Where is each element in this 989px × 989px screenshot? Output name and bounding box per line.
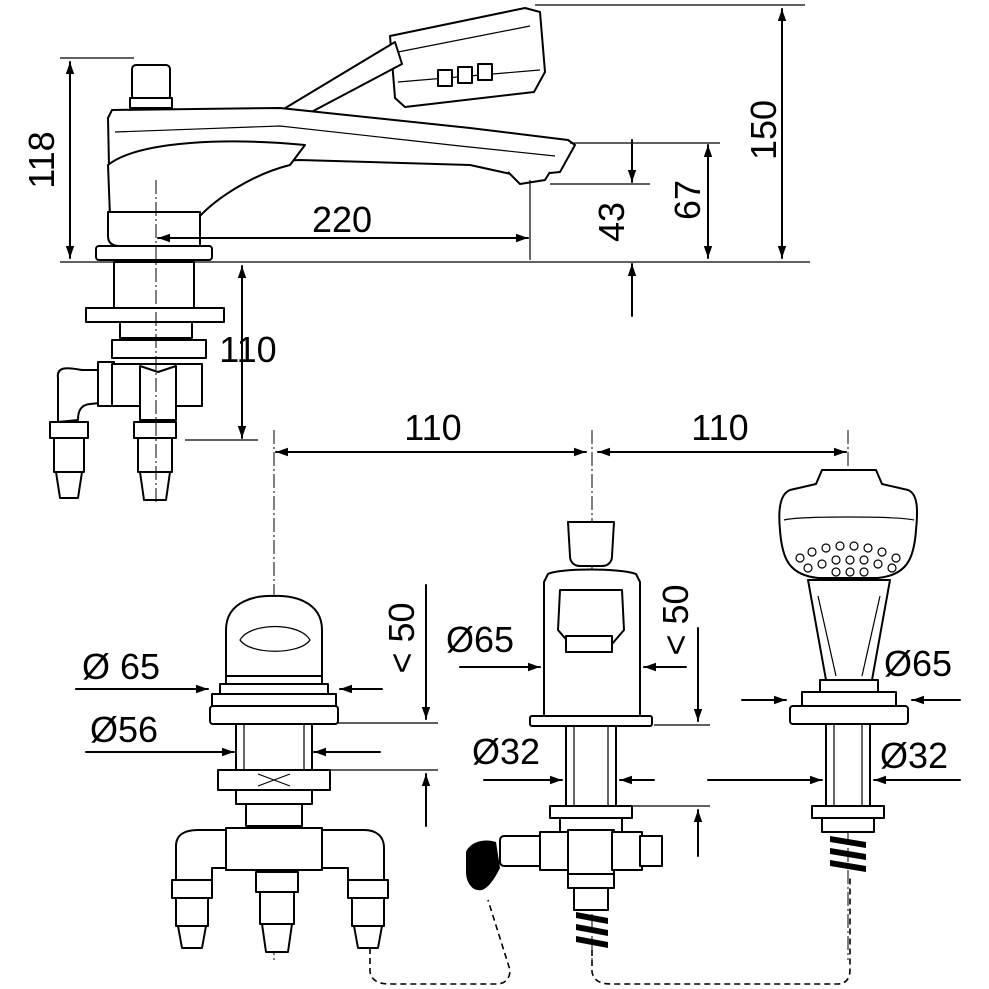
dim-label-150: 150 — [743, 100, 784, 160]
dim-label-67: 67 — [667, 180, 708, 220]
dim-label-118: 118 — [21, 131, 62, 188]
dim-label-diverter-rose: Ø 65 — [82, 646, 160, 687]
spout-elevation — [49, 7, 810, 505]
dim-label-diverter-shank: Ø56 — [90, 709, 158, 750]
dimension-110-under-deck: 110 — [185, 265, 277, 441]
dim-label-mixer-shank: Ø32 — [472, 731, 540, 772]
handshower-dimensions: Ø65 Ø32 — [707, 643, 961, 785]
handshower-unit — [778, 469, 918, 872]
dimension-43: 43 — [550, 139, 650, 317]
dimension-220: 220 — [157, 180, 531, 260]
dim-label-220: 220 — [312, 199, 372, 240]
diverter-dimensions: Ø 65 Ø56 < 50 — [75, 584, 438, 827]
under-deck-connectors — [49, 339, 207, 501]
dimension-67: 67 — [570, 142, 720, 259]
dim-label-110-right: 110 — [691, 407, 748, 448]
dim-label-shower-rose: Ø65 — [884, 643, 952, 684]
handshower-spray-holes — [795, 541, 901, 577]
dim-label-mixer-rose: Ø65 — [446, 619, 514, 660]
dim-label-mixer-height: < 50 — [655, 584, 696, 655]
mixer-unit — [466, 521, 663, 948]
mixer-dimensions: Ø65 Ø32 < 50 — [446, 584, 710, 857]
connection-hoses — [369, 876, 851, 985]
handshower-head — [389, 7, 546, 108]
dimension-118: 118 — [21, 57, 134, 259]
diverter-unit — [171, 594, 389, 953]
dimension-150: 150 — [535, 4, 805, 259]
dim-label-110-left: 110 — [404, 407, 461, 448]
spout — [107, 107, 576, 217]
dim-label-43: 43 — [591, 202, 632, 242]
dim-label-diverter-height: < 50 — [381, 602, 422, 673]
diverter-knob — [129, 64, 173, 109]
dim-label-110-under-deck: 110 — [219, 329, 276, 370]
dim-label-shower-shank: Ø32 — [880, 735, 948, 776]
